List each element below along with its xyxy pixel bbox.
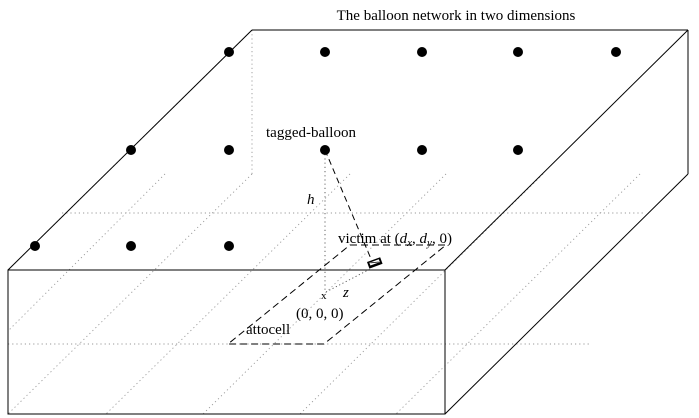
balloon [126,241,136,251]
origin-mark: x [321,290,327,302]
attocell-region [226,244,448,345]
balloon [417,145,427,155]
balloon [417,47,427,57]
balloon [30,241,40,251]
victim-label: victim at (dx, dy, 0) [338,231,452,249]
balloon [126,145,136,155]
origin-coords-label: (0, 0, 0) [296,306,344,322]
balloon [320,47,330,57]
balloon [513,47,523,57]
diagram-title: The balloon network in two dimensions [337,8,576,24]
balloon [513,145,523,155]
balloon [611,47,621,57]
floor-grid [7,29,688,415]
attocell-label: attocell [246,322,290,338]
distance-label: z [342,285,349,301]
balloon [224,241,234,251]
tagged-balloon-dot [320,145,330,155]
balloon [224,47,234,57]
balloon [224,145,234,155]
line-of-sight [324,149,375,267]
network-box [7,29,689,415]
height-label: h [307,192,315,208]
balloons [30,47,621,251]
victim-device-icon [367,257,383,269]
tagged-balloon-label: tagged-balloon [266,125,356,141]
distance-line [325,267,373,293]
